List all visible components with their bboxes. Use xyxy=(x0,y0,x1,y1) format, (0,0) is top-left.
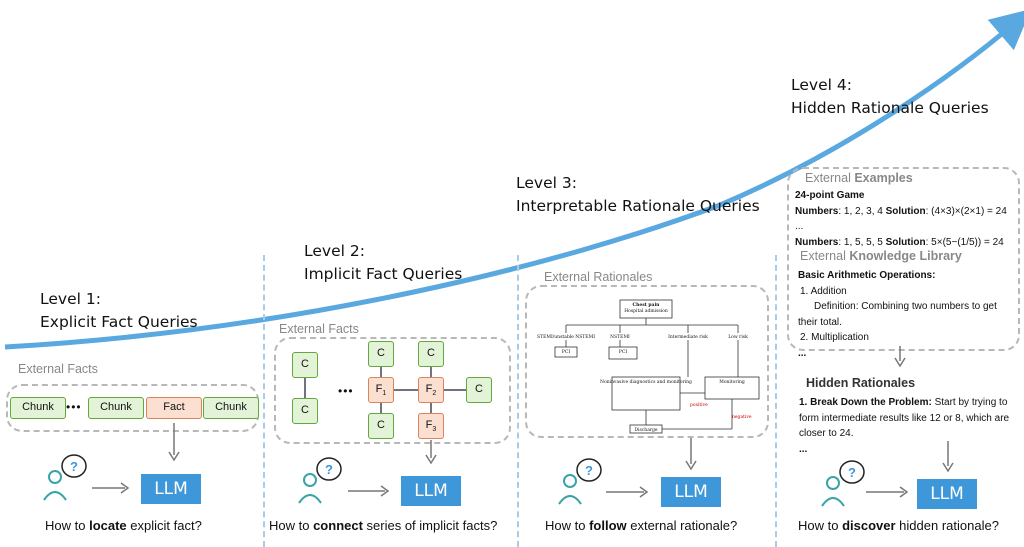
graph-node-c3: C xyxy=(368,341,394,367)
panel4-examples-content: 24-point Game Numbers: 1, 2, 3, 4 Soluti… xyxy=(795,190,1007,248)
panel3-rationale-box xyxy=(525,285,769,438)
flow-step-4: Low risk xyxy=(728,334,748,340)
user-question-icon: ? xyxy=(298,457,342,504)
flow-step-3: Intermediate risk xyxy=(668,334,708,340)
svg-text:?: ? xyxy=(325,462,333,477)
graph-node-c1: C xyxy=(292,352,318,378)
user-question-icon: ? xyxy=(43,454,87,501)
graph-node-c4: C xyxy=(418,341,444,367)
panel2-graph-box xyxy=(274,337,511,444)
chunk-2: Chunk xyxy=(88,397,144,419)
svg-text:?: ? xyxy=(585,463,593,478)
panel4-library-content: Basic Arithmetic Operations: 1. Addition… xyxy=(798,270,997,359)
panel1-question: How to locate explicit fact? xyxy=(45,518,202,533)
svg-text:?: ? xyxy=(848,465,856,480)
flow-monitoring: Monitoring xyxy=(719,379,745,385)
graph-node-c6: C xyxy=(368,413,394,439)
panel4-knowledge-box xyxy=(787,167,1020,351)
hidden-rationales-content: 1. Break Down the Problem: Start by tryi… xyxy=(799,397,1010,455)
chunk-1: Chunk xyxy=(10,397,66,419)
panel2-question: How to connect series of implicit facts? xyxy=(269,518,498,533)
flow-discharge: Discharge xyxy=(634,427,657,433)
flow-title: Chest pain xyxy=(633,302,661,308)
flow-step-2: NSTEMI xyxy=(610,334,630,340)
flow-admission: Hospital admission xyxy=(624,308,668,314)
graph-node-f3: F3 xyxy=(418,413,444,439)
flow-noninvasive: Noninvasive diagnostics and monitoring xyxy=(600,379,692,385)
panel4-library-label: External Knowledge Library xyxy=(800,249,962,263)
flow-positive: positive xyxy=(690,402,708,408)
user-question-icon: ? xyxy=(558,458,602,505)
panel1-arrows xyxy=(92,423,180,494)
graph-node-c2: C xyxy=(292,398,318,424)
svg-text:?: ? xyxy=(70,459,78,474)
separator-1 xyxy=(263,255,265,547)
level-3-title: Level 3:Interpretable Rationale Queries xyxy=(516,174,760,215)
panel3-question: How to follow external rationale? xyxy=(545,518,738,533)
separator-2 xyxy=(517,255,519,547)
panel2-ellipsis: ••• xyxy=(338,384,354,398)
user-question-icon: ? xyxy=(821,460,865,507)
llm-box-1: LLM xyxy=(141,474,201,504)
separator-3 xyxy=(775,255,777,547)
panel2-label: External Facts xyxy=(279,322,359,336)
llm-box-2: LLM xyxy=(401,476,461,506)
hidden-rationales-title: Hidden Rationales xyxy=(806,376,916,390)
level-2-title: Level 2:Implicit Fact Queries xyxy=(304,242,463,283)
llm-box-3: LLM xyxy=(661,477,721,507)
level-4-title: Level 4:Hidden Rationale Queries xyxy=(791,76,989,117)
flow-pci-1: PCI xyxy=(562,349,570,355)
fact-chunk: Fact xyxy=(146,397,202,419)
panel3-label: External Rationales xyxy=(544,270,653,284)
flow-step-1: STEMI/unstable NSTEMI xyxy=(537,334,595,340)
panel4-arrows xyxy=(866,346,954,498)
panel4-examples-label: External Examples xyxy=(805,171,913,185)
level-1-title: Level 1:Explicit Fact Queries xyxy=(40,290,198,331)
flowchart-diagram: Chest pain Hospital admission STEMI/unst… xyxy=(537,299,760,498)
flow-pci-2: PCI xyxy=(619,349,627,355)
panel1-label: External Facts xyxy=(18,362,98,376)
panel4-question: How to discover hidden rationale? xyxy=(798,518,999,533)
graph-node-f1: F1 xyxy=(368,377,394,403)
flow-negative: negative xyxy=(732,414,752,420)
chunk-3: Chunk xyxy=(203,397,259,419)
graph-node-f2: F2 xyxy=(418,377,444,403)
llm-box-4: LLM xyxy=(917,479,977,509)
graph-node-c5: C xyxy=(466,377,492,403)
panel1-ellipsis: ••• xyxy=(66,400,82,414)
